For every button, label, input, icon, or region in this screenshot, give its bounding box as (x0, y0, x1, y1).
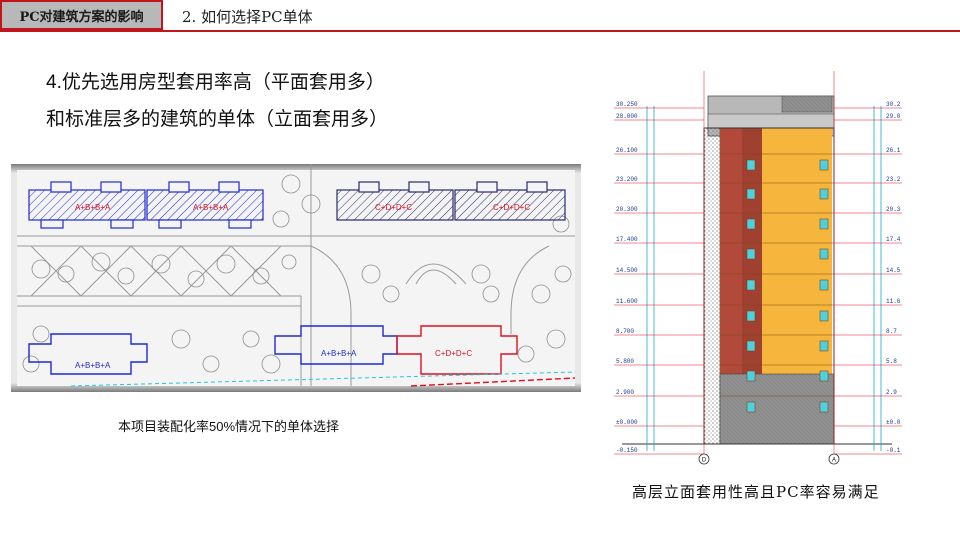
left-level-label: ±0.000 (616, 419, 638, 426)
headline-line-1: 4.优先选用房型套用率高（平面套用多） (46, 72, 385, 93)
right-level-label: 26.1 (886, 147, 901, 154)
unit-label-1: A+B+B+A (75, 203, 111, 212)
window (819, 340, 829, 352)
right-level-label: 29.0 (886, 113, 901, 120)
window (819, 370, 829, 382)
left-level-label: 23.200 (616, 176, 638, 183)
section-tab-label: PC对建筑方案的影响 (19, 9, 144, 25)
section-tab[interactable]: PC对建筑方案的影响 (0, 0, 163, 30)
window (746, 159, 756, 171)
right-level-label: 2.9 (886, 389, 897, 396)
window (819, 188, 829, 200)
unit-label-3: C+D+D+C (375, 203, 412, 212)
window (746, 218, 756, 230)
window (746, 248, 756, 260)
window (819, 159, 829, 171)
right-level-label: 5.8 (886, 358, 897, 365)
right-level-label: 14.5 (886, 267, 901, 274)
headline-line-2: 和标准层多的建筑的单体（立面套用多） (46, 109, 389, 130)
right-level-label: 20.3 (886, 206, 901, 213)
window (819, 248, 829, 260)
axis-left-label: D (702, 458, 707, 464)
window (746, 401, 756, 413)
elevation-caption: 高层立面套用性高且PC率容易满足 (632, 483, 880, 501)
site-plan-drawing: A+B+B+A A+B+B+A C+D+D+C C+D+D+C A+B+B+A … (11, 164, 581, 392)
window (746, 370, 756, 382)
window (746, 188, 756, 200)
right-level-label: 11.6 (886, 298, 901, 305)
elevation-drawing: 30.250 28.000 26.100 23.200 20.300 17.400 14.5… (614, 71, 902, 465)
site-plan-caption: 本项目装配化率50%情况下的单体选择 (118, 419, 340, 434)
right-level-label: 8.7 (886, 328, 897, 335)
unit-label-2: A+B+B+A (193, 203, 229, 212)
left-level-label: 28.000 (616, 113, 638, 120)
left-level-label: 26.100 (616, 147, 638, 154)
left-level-label: 17.400 (616, 236, 638, 243)
left-level-label: 5.800 (616, 358, 634, 365)
unit-label-4: C+D+D+C (493, 203, 530, 212)
axis-right-label: A (832, 458, 836, 464)
left-level-label: 11.600 (616, 298, 638, 305)
window (819, 279, 829, 291)
left-level-label: 2.900 (616, 389, 634, 396)
left-level-label: 20.300 (616, 206, 638, 213)
left-level-label: -0.150 (616, 447, 638, 454)
right-level-label: 17.4 (886, 236, 901, 243)
window (746, 340, 756, 352)
window (819, 310, 829, 322)
unit-label-5: A+B+B+A (75, 361, 111, 370)
right-level-label: 23.2 (886, 176, 901, 183)
right-level-label: -0.1 (886, 447, 901, 454)
right-level-label: 30.2 (886, 101, 901, 108)
header-divider (0, 30, 960, 32)
section-subtitle: 2. 如何选择PC单体 (182, 8, 313, 26)
left-level-label: 14.500 (616, 267, 638, 274)
window (819, 218, 829, 230)
left-level-label: 30.250 (616, 101, 638, 108)
window (746, 310, 756, 322)
left-level-label: 8.700 (616, 328, 634, 335)
right-level-label: ±0.0 (886, 419, 901, 426)
window (746, 279, 756, 291)
unit-label-6: A+B+B+A (321, 349, 357, 358)
window (819, 401, 829, 413)
unit-label-7: C+D+D+C (435, 349, 472, 358)
